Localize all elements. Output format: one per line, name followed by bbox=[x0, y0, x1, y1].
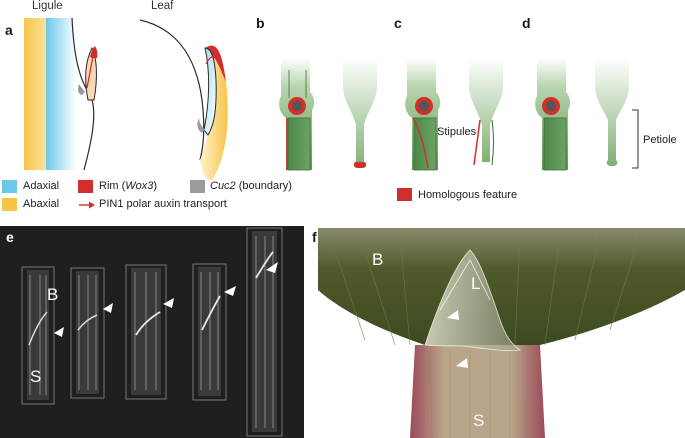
micrograph-arrowheads bbox=[54, 262, 278, 337]
photo-label-b: B bbox=[372, 250, 384, 269]
photograph-arrowheads bbox=[447, 310, 468, 368]
micrograph-strip-2 bbox=[70, 267, 105, 399]
cuc2-legend-label: Cuc2 (boundary) bbox=[210, 180, 292, 192]
panel-c-letter: c bbox=[394, 15, 402, 31]
leaf-schematic bbox=[139, 19, 228, 181]
cuc2-swatch bbox=[190, 180, 205, 193]
ligule-schematic bbox=[24, 17, 98, 171]
petiole-schematic-c bbox=[469, 58, 503, 166]
petiole-schematic-d bbox=[595, 58, 639, 169]
stipules-label: Stipules bbox=[437, 126, 477, 138]
abaxial-swatch bbox=[2, 198, 17, 211]
stem-schematic-c bbox=[405, 58, 441, 171]
micrograph-label-b: B bbox=[47, 285, 59, 304]
stem-schematic-b bbox=[279, 58, 315, 171]
adaxial-legend-label: Adaxial bbox=[23, 180, 60, 192]
pin1-legend-label: PIN1 polar auxin transport bbox=[99, 198, 227, 210]
photo-label-s: S bbox=[473, 411, 485, 430]
micrograph-strip-5 bbox=[246, 227, 283, 437]
panel-d-letter: d bbox=[522, 15, 531, 31]
micrograph-strip-1 bbox=[21, 266, 55, 405]
homologous-legend-label: Homologous feature bbox=[418, 189, 518, 201]
ligule-column-header: Ligule bbox=[32, 0, 63, 12]
abaxial-legend-label: Abaxial bbox=[23, 198, 60, 210]
petiole-label: Petiole bbox=[643, 134, 677, 146]
micrograph-strip-4 bbox=[192, 263, 227, 401]
micrograph-label-s: S bbox=[30, 367, 42, 386]
panel-a-letter: a bbox=[5, 22, 13, 38]
rim-legend-label: Rim (Wox3) bbox=[99, 180, 158, 192]
adaxial-swatch bbox=[2, 180, 17, 193]
panel-f-letter: f bbox=[312, 229, 317, 245]
panel-b-letter: b bbox=[256, 15, 265, 31]
micrograph-strip-3 bbox=[125, 264, 167, 400]
rim-swatch bbox=[78, 180, 93, 193]
petiole-schematic-b bbox=[343, 58, 377, 168]
panel-e-letter: e bbox=[6, 229, 14, 245]
leaf-column-header: Leaf bbox=[151, 0, 174, 12]
stem-schematic-d bbox=[535, 58, 571, 171]
red-arrow-icon bbox=[79, 201, 95, 209]
photo-label-l: L bbox=[471, 274, 481, 293]
homologous-swatch bbox=[397, 188, 412, 201]
photograph-panel bbox=[310, 226, 685, 438]
